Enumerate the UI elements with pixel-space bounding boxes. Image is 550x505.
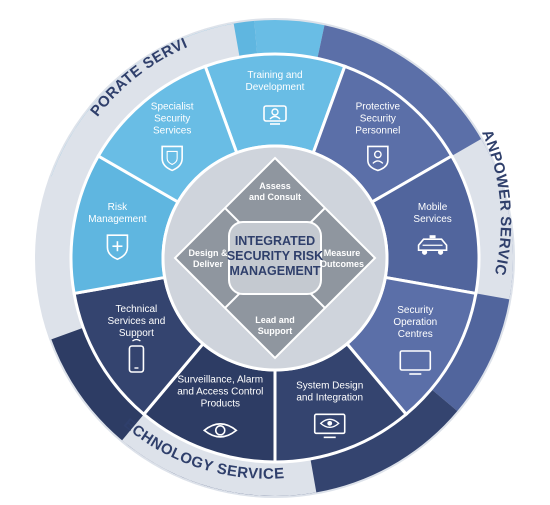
segment-label-line: Management	[88, 214, 147, 225]
monitor-icon	[399, 350, 432, 375]
segment-label-line: Services	[413, 214, 451, 225]
segment-label-line: Security	[397, 305, 433, 316]
segment-label-line: Protective	[356, 101, 401, 112]
center-title-line: SECURITY RISK	[227, 249, 323, 263]
segment-label-line: Specialist	[151, 101, 194, 112]
segment-label-line: Support	[119, 328, 154, 339]
segment-label-line: Mobile	[418, 202, 448, 213]
segment-label-line: Services	[153, 125, 191, 136]
segment-label-line: Products	[201, 398, 240, 409]
center-panel	[228, 221, 322, 295]
person-badge-icon	[367, 145, 389, 172]
stage-label-line: Deliver	[193, 259, 224, 269]
segment-label-line: Centres	[398, 329, 433, 340]
stage-label-line: Lead and	[255, 315, 295, 325]
segment-label-line: Security	[154, 113, 190, 124]
segment-label-line: and Integration	[296, 392, 363, 403]
eye-icon	[202, 423, 238, 438]
stage-design: Design &Deliver	[188, 248, 228, 269]
ring-arc-light	[451, 139, 513, 300]
person-on-screen-icon	[263, 105, 287, 125]
patrol-car-icon	[417, 235, 448, 255]
segment-label-line: System Design	[296, 380, 363, 391]
segment-label-line: Services and	[107, 316, 165, 327]
stage-label-line: Outcomes	[320, 259, 364, 269]
segment-label-line: Risk	[108, 202, 128, 213]
eye-monitor-icon	[313, 413, 346, 439]
segment-label-line: Security	[360, 113, 396, 124]
center-title-line: INTEGRATED	[235, 234, 315, 248]
stage-label-line: Assess	[259, 181, 291, 191]
stage-label-line: Measure	[324, 248, 361, 258]
stage-label-line: and Consult	[249, 192, 301, 202]
segment-label-line: Surveillance, Alarm	[178, 374, 264, 385]
segment-label-line: and Access Control	[177, 386, 263, 397]
shield-plus-icon	[106, 234, 129, 261]
segment-label-line: Operation	[393, 317, 437, 328]
segment-label-line: Personnel	[355, 125, 400, 136]
stage-label-line: Design &	[188, 248, 228, 258]
segment-label-line: Training and	[247, 70, 302, 81]
ring-arc-light	[37, 23, 240, 279]
stage-label-line: Support	[258, 326, 293, 336]
center-title-line: MANAGEMENT	[230, 264, 321, 278]
ring-arc	[254, 20, 325, 59]
ring-arc	[431, 275, 513, 411]
shield-icon	[161, 145, 183, 172]
segment-label-line: Technical	[116, 304, 158, 315]
segment-label-line: Development	[246, 82, 305, 93]
mobile-phone-icon	[128, 338, 145, 373]
